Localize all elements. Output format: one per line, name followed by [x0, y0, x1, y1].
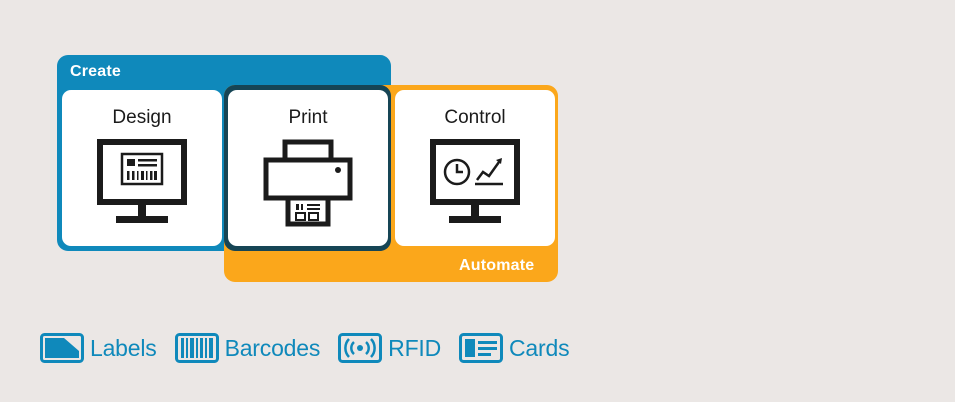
card-icon [459, 333, 504, 363]
control-card: Control [395, 90, 555, 246]
legend: Labels Barcodes RFID [40, 331, 587, 365]
printer-icon [263, 139, 353, 227]
print-card: Print [228, 90, 388, 246]
design-card: Design [62, 90, 222, 246]
legend-label-labels: Labels [90, 334, 157, 361]
legend-label-cards: Cards [509, 334, 570, 361]
create-label: Create [70, 63, 122, 80]
design-title: Design [112, 107, 172, 128]
barcode-icon [174, 333, 219, 363]
legend-item-rfid: RFID [338, 333, 441, 363]
automate-label: Automate [459, 257, 535, 274]
label-icon [40, 333, 84, 363]
legend-item-labels: Labels [40, 333, 157, 363]
monitor-label-design-icon [97, 139, 187, 223]
control-title: Control [444, 107, 506, 128]
print-title: Print [288, 107, 328, 128]
legend-label-rfid: RFID [388, 334, 442, 361]
legend-item-barcodes: Barcodes [174, 333, 321, 363]
legend-label-barcodes: Barcodes [224, 334, 321, 361]
rfid-icon [338, 333, 383, 363]
legend-item-cards: Cards [459, 333, 570, 363]
monitor-chart-control-icon [430, 139, 520, 223]
